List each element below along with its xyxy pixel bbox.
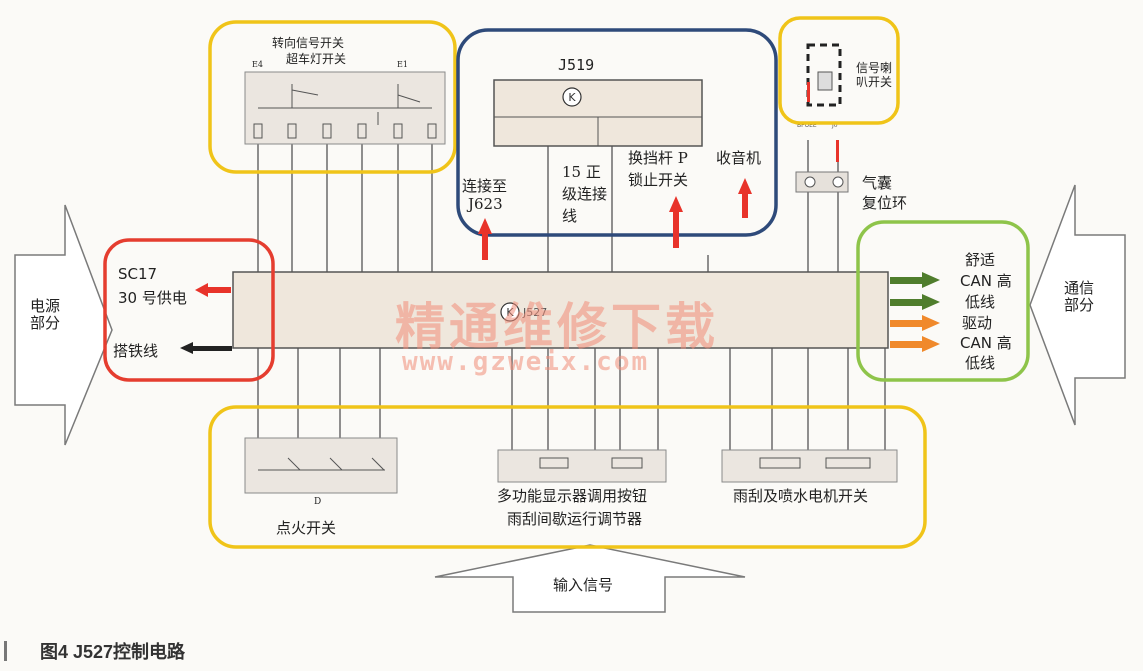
horn-switch-module (806, 43, 842, 107)
mfd-button-label: 多功能显示器调用按钮 (497, 487, 648, 505)
radio-label: 收音机 (716, 149, 762, 167)
wiring (257, 140, 886, 452)
comm-section-arrow (1029, 184, 1126, 426)
supply30-label: 30 号供电 (118, 289, 187, 307)
can-comfort-label-1: 舒适 (965, 251, 996, 269)
svg-text:K: K (506, 306, 514, 319)
j519-group (456, 28, 778, 237)
wiper-interval-label: 雨刮间歇运行调节器 (507, 510, 643, 528)
j527-label: J527 (522, 306, 547, 319)
turn-switch-schematic (253, 84, 437, 139)
can-drive-label-2: CAN 高 (960, 334, 1012, 352)
mfd-button-module (497, 449, 667, 483)
ignition-switch-label: 点火开关 (276, 519, 337, 537)
power-section-label: 电源部分 (29, 297, 60, 333)
figure-caption: 图4 J527控制电路 (40, 642, 186, 662)
input-group (208, 405, 927, 549)
j519-k-circle-icon (562, 87, 582, 107)
wiper-switch-module (721, 449, 898, 483)
can-drive-label-3: 低线 (965, 354, 996, 372)
input-signal-label: 输入信号 (553, 576, 614, 594)
can-comfort-label-3: 低线 (965, 293, 996, 311)
horn-group (778, 16, 900, 125)
can-group (856, 220, 1030, 382)
caption-bar (4, 641, 7, 661)
turn-switch-pin-left: E4 (252, 60, 263, 69)
flasher-switch-label: 超车灯开关 (286, 52, 347, 66)
sc17-label: SC17 (118, 265, 158, 283)
watermark-text: 精通维修下载 (395, 298, 719, 356)
j527-k-circle-icon (500, 302, 520, 322)
can-comfort-label-2: CAN 高 (960, 272, 1012, 290)
line15-label: 15 正级连接线 (562, 163, 608, 225)
ignition-switch-module (244, 437, 398, 494)
comm-section-label: 通信部分 (1063, 279, 1094, 315)
input-signal-arrow (434, 544, 746, 613)
horn-pin-right: J0 (831, 122, 838, 129)
svg-text:K: K (568, 91, 576, 104)
turn-switch-pin-right: E1 (397, 60, 408, 69)
watermark-url: www.gzweix.com (402, 347, 650, 377)
gear-lock-label-1: 换挡杆 P (628, 149, 688, 167)
can-drive-label-1: 驱动 (962, 314, 993, 332)
horn-switch-label: 信号喇叭开关 (855, 61, 892, 89)
power-section-arrow (14, 204, 113, 446)
airbag-label-2: 复位环 (862, 194, 908, 212)
airbag-label-1: 气囊 (862, 174, 893, 192)
j527-module (232, 271, 889, 349)
to-j623-label-2: J623 (468, 195, 503, 213)
wiper-switch-label: 雨刮及喷水电机开关 (733, 487, 869, 505)
gear-lock-label-2: 锁止开关 (628, 171, 689, 189)
turn-switch-label: 转向信号开关 (272, 36, 345, 50)
to-j623-label-1: 连接至 (462, 177, 508, 195)
power-group (103, 238, 275, 382)
horn-pin-left: BPUEE (797, 122, 817, 129)
j519-label: J519 (558, 56, 595, 74)
turn-switch-group (208, 20, 457, 174)
ground-label: 搭铁线 (113, 342, 159, 360)
ignition-pin-label: D (314, 497, 322, 507)
output-arrows (180, 82, 940, 354)
